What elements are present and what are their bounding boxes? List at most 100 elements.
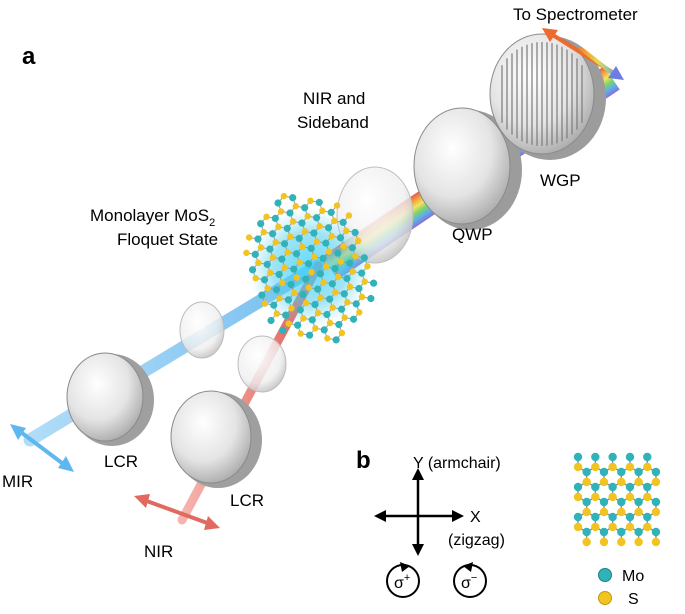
sample-s-atom bbox=[361, 278, 368, 285]
lattice-mo-atom bbox=[599, 467, 609, 477]
axis-cross bbox=[374, 468, 464, 556]
monolayer-text: Monolayer MoS bbox=[90, 206, 209, 225]
sample-s-atom bbox=[340, 243, 347, 250]
sample-mo-atom bbox=[304, 260, 313, 268]
sample-s-atom bbox=[273, 310, 281, 317]
legend-s: S bbox=[598, 591, 639, 608]
sample-mo-atom bbox=[280, 240, 289, 248]
lattice-mo-atom bbox=[608, 512, 617, 522]
lattice-mo-atom bbox=[625, 452, 635, 462]
sample-mo-atom bbox=[279, 326, 287, 335]
lattice-mo-atom bbox=[643, 452, 652, 462]
sample-s-atom bbox=[281, 264, 289, 271]
sample-s-atom bbox=[288, 305, 295, 312]
sample-s-atom bbox=[304, 212, 311, 220]
sample-mo-atom bbox=[299, 290, 307, 299]
lattice-mo-atom bbox=[617, 497, 626, 507]
sigma-minus-symbol: σ bbox=[461, 575, 471, 592]
sample-mo-atom bbox=[305, 331, 314, 339]
sample-mo-atom bbox=[340, 290, 348, 298]
sample-mo-atom bbox=[278, 255, 286, 263]
sample-s-atom bbox=[260, 228, 267, 236]
sample-mo-atom bbox=[358, 269, 366, 277]
lattice-s-atom bbox=[643, 522, 652, 532]
qwp-optic bbox=[413, 107, 522, 230]
sample-mo-atom bbox=[339, 218, 347, 227]
sample-mo-atom bbox=[319, 254, 327, 263]
sample-s-atom bbox=[337, 258, 345, 265]
sample-s-atom bbox=[293, 274, 301, 281]
sample-s-atom bbox=[354, 237, 362, 245]
lattice-mo-atom bbox=[582, 527, 591, 537]
sample-mo-atom bbox=[314, 285, 322, 293]
lattice-s-atom bbox=[643, 492, 652, 502]
monolayer-label-2: Floquet State bbox=[117, 230, 218, 249]
sample-mo-atom bbox=[269, 230, 277, 238]
lattice-mo-atom bbox=[573, 452, 583, 462]
sample-mo-atom bbox=[343, 274, 351, 283]
sample-mo-atom bbox=[292, 250, 301, 258]
lcr-nir-label: LCR bbox=[230, 491, 264, 510]
sample-s-atom bbox=[320, 279, 327, 286]
lattice-s-atom bbox=[625, 462, 635, 472]
sample-s-atom bbox=[311, 253, 318, 261]
nir-focusing-lens bbox=[237, 335, 287, 393]
lattice-mo-atom bbox=[643, 482, 652, 492]
sample-s-atom bbox=[324, 335, 331, 342]
sample-mo-atom bbox=[267, 316, 275, 325]
legend-mo-label: Mo bbox=[622, 568, 644, 585]
sample-s-atom bbox=[319, 207, 326, 215]
sample-mo-atom bbox=[289, 194, 297, 202]
lattice-mo-atom bbox=[573, 512, 583, 522]
lcr-mir-optic bbox=[66, 352, 154, 446]
sample-mo-atom bbox=[302, 275, 310, 283]
lattice-s-atom bbox=[634, 537, 643, 547]
lattice-mo-atom bbox=[599, 527, 609, 537]
sample-mo-atom bbox=[335, 320, 343, 329]
wgp-optic bbox=[489, 33, 606, 160]
sample-mo-atom bbox=[307, 244, 315, 253]
sigma-plus-label: σ+ bbox=[394, 572, 410, 592]
sample-mo-atom bbox=[326, 295, 334, 303]
sample-mo-atom bbox=[349, 315, 358, 323]
mos2-floquet-sample bbox=[243, 192, 378, 344]
lattice-s-atom bbox=[582, 507, 591, 517]
sample-mo-atom bbox=[316, 270, 325, 278]
sample-mo-atom bbox=[295, 234, 303, 242]
sample-s-atom bbox=[307, 197, 314, 205]
x-axis-sublabel: (zigzag) bbox=[448, 532, 505, 549]
sample-s-atom bbox=[344, 299, 351, 306]
lattice-s-atom bbox=[617, 477, 626, 487]
lattice-s-atom bbox=[617, 507, 626, 517]
sample-mo-atom bbox=[351, 228, 359, 237]
sample-s-atom bbox=[341, 314, 348, 321]
sample-mo-atom bbox=[287, 280, 295, 289]
sample-s-atom bbox=[285, 320, 292, 327]
sample-s-atom bbox=[332, 289, 339, 296]
lattice-s-atom bbox=[608, 522, 617, 532]
sigma-minus-label: σ− bbox=[461, 572, 477, 592]
sample-s-atom bbox=[338, 329, 346, 337]
sample-s-atom bbox=[312, 325, 319, 332]
lattice-s-atom bbox=[599, 507, 609, 517]
lattice-mo-atom bbox=[608, 452, 617, 462]
lattice-s-atom bbox=[573, 462, 583, 472]
mir-focusing-lens bbox=[179, 301, 225, 359]
sample-mo-atom bbox=[310, 229, 318, 237]
sample-mo-atom bbox=[331, 264, 339, 273]
sample-s-atom bbox=[275, 223, 282, 231]
sample-s-atom bbox=[328, 232, 335, 240]
sample-mo-atom bbox=[332, 336, 340, 344]
sample-mo-atom bbox=[282, 311, 290, 319]
x-axis-label: X bbox=[470, 509, 481, 526]
sample-mo-atom bbox=[290, 265, 298, 273]
sample-mo-atom bbox=[254, 235, 262, 243]
lattice-mo-atom bbox=[634, 497, 643, 507]
sample-s-atom bbox=[305, 284, 313, 291]
lattice-mo-atom bbox=[651, 467, 661, 477]
sample-s-atom bbox=[243, 249, 250, 257]
lattice-s-atom bbox=[591, 492, 600, 502]
lattice-s-atom bbox=[608, 492, 617, 502]
lattice-s-atom bbox=[651, 537, 661, 547]
sample-mo-atom bbox=[315, 198, 323, 206]
